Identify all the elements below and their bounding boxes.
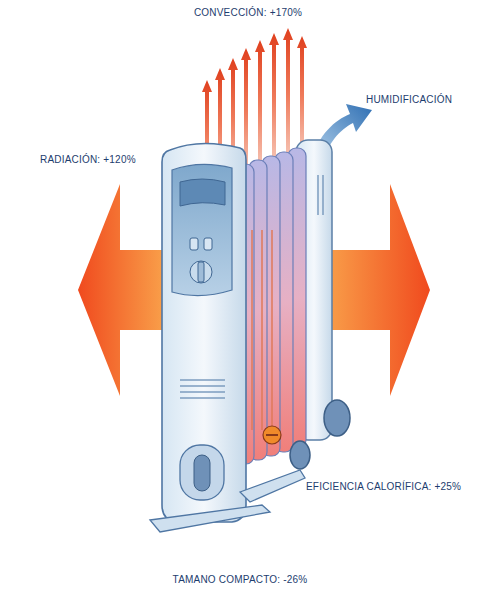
front-panel xyxy=(162,143,246,522)
heater-foot xyxy=(150,505,270,532)
wheel xyxy=(324,400,350,436)
cord-holder xyxy=(180,445,224,500)
front-vents xyxy=(180,380,225,398)
feature-label: CONVECCIÓN: +170% xyxy=(194,7,302,19)
switches xyxy=(190,238,212,283)
heating-element xyxy=(252,230,281,444)
display-window xyxy=(180,179,225,206)
control-display xyxy=(172,164,232,295)
heater-foot xyxy=(240,470,305,502)
feature-label: HUMIDIFICACIÓN xyxy=(366,94,452,106)
radiation-arrow xyxy=(325,184,430,396)
radiation-arrow xyxy=(78,184,165,396)
back-vents xyxy=(318,175,323,215)
feature-label: TAMANO COMPACTO: -26% xyxy=(173,574,308,586)
feature-label: RADIACIÓN: +120% xyxy=(40,154,136,166)
feature-label: EFICIENCIA CALORÍFICA: +25% xyxy=(306,481,461,493)
wheel xyxy=(290,441,310,469)
